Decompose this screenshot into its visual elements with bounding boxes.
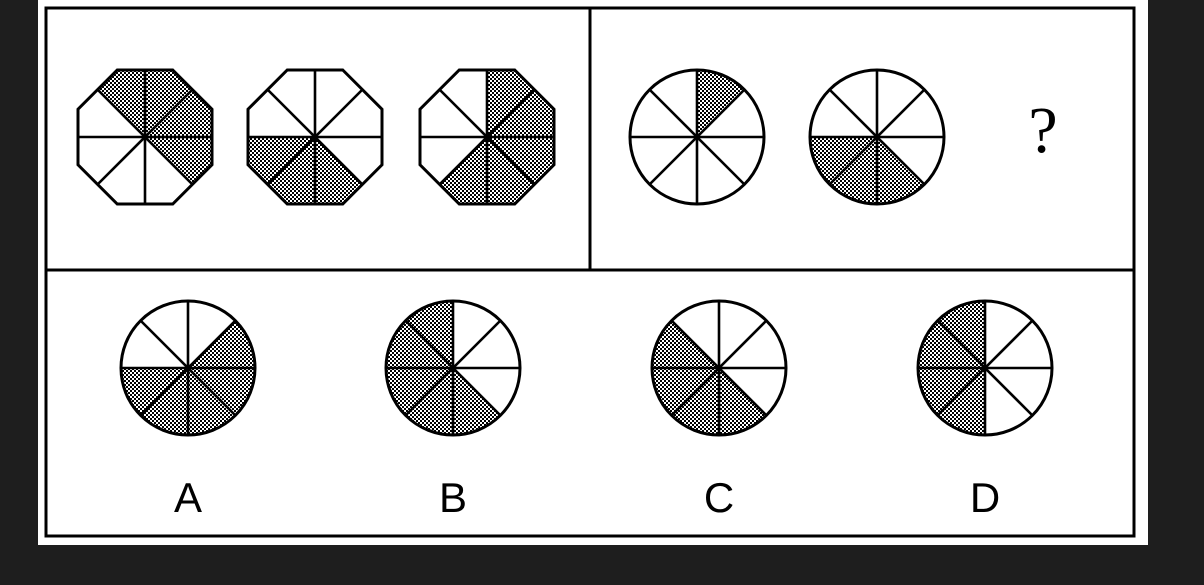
- divider-line: [139, 319, 237, 417]
- circle-outline: [916, 299, 1054, 437]
- shaded-sector: [188, 368, 255, 416]
- shaded-sector: [145, 70, 193, 137]
- white-canvas: [38, 0, 1148, 545]
- shaded-sector: [405, 368, 453, 435]
- divider-line: [936, 319, 1034, 417]
- shaded-sector: [315, 137, 363, 204]
- option-d-figure: [916, 299, 1054, 437]
- shaded-sector: [810, 137, 877, 185]
- circle-outline: [384, 299, 522, 437]
- divider-line: [828, 88, 926, 186]
- divider-line: [648, 88, 746, 186]
- shaded-sector: [248, 137, 315, 185]
- sequence-1-figure: [418, 68, 556, 206]
- option-label: D: [970, 474, 1000, 521]
- shaded-sector: [121, 368, 188, 416]
- shaded-sector: [145, 89, 212, 137]
- divider-line: [670, 319, 768, 417]
- divider-line: [96, 88, 194, 186]
- option-a-figure: [119, 299, 257, 437]
- shaded-sector: [145, 137, 212, 185]
- option-c-figure: [650, 299, 788, 437]
- shaded-sector: [188, 320, 255, 368]
- shaded-sector: [697, 70, 745, 137]
- shaded-sector: [917, 368, 985, 416]
- sequence-1-figure: [76, 68, 214, 206]
- shaded-sector: [877, 137, 925, 204]
- octagon-outline: [76, 68, 214, 206]
- divider-line: [438, 88, 536, 186]
- shaded-sector: [487, 70, 535, 137]
- sequence-1: [76, 68, 556, 206]
- circle-outline: [650, 299, 788, 437]
- shaded-sector: [386, 368, 453, 416]
- circle-outline: [628, 68, 766, 206]
- shaded-sector: [671, 368, 719, 435]
- shaded-sector: [651, 320, 719, 368]
- shaded-sector: [829, 137, 877, 205]
- shaded-sector: [405, 301, 453, 368]
- option-label: A: [174, 474, 202, 521]
- shaded-sector: [453, 368, 501, 435]
- shaded-sector: [487, 137, 535, 204]
- divider-line: [266, 88, 364, 186]
- shaded-sector: [652, 368, 719, 416]
- shaded-sector: [188, 368, 236, 435]
- octagon-outline: [246, 68, 384, 206]
- shaded-sector: [487, 137, 554, 185]
- shaded-sector: [918, 320, 985, 368]
- sequence-2-figure: [808, 68, 946, 206]
- question-mark: ?: [1028, 94, 1057, 167]
- answer-options: A B C D: [119, 299, 1054, 521]
- sequence-2: [628, 68, 946, 206]
- shaded-sector: [267, 137, 315, 204]
- sequence-2-figure: [628, 68, 766, 206]
- circle-outline: [808, 68, 946, 206]
- option-label: C: [704, 474, 734, 521]
- shaded-sector: [487, 89, 554, 137]
- panel-frames: [44, 6, 1136, 538]
- option-label: B: [439, 474, 467, 521]
- circle-outline: [119, 299, 257, 437]
- shaded-sector: [937, 301, 985, 368]
- shaded-sector: [386, 320, 453, 368]
- shaded-sector: [937, 368, 985, 435]
- shaded-sector: [439, 137, 487, 204]
- shaded-sector: [719, 368, 767, 435]
- octagon-outline: [418, 68, 556, 206]
- divider-line: [404, 319, 502, 417]
- sequence-1-figure: [246, 68, 384, 206]
- shaded-sector: [97, 70, 145, 137]
- shaded-sector: [140, 368, 188, 435]
- option-b-figure: [384, 299, 522, 437]
